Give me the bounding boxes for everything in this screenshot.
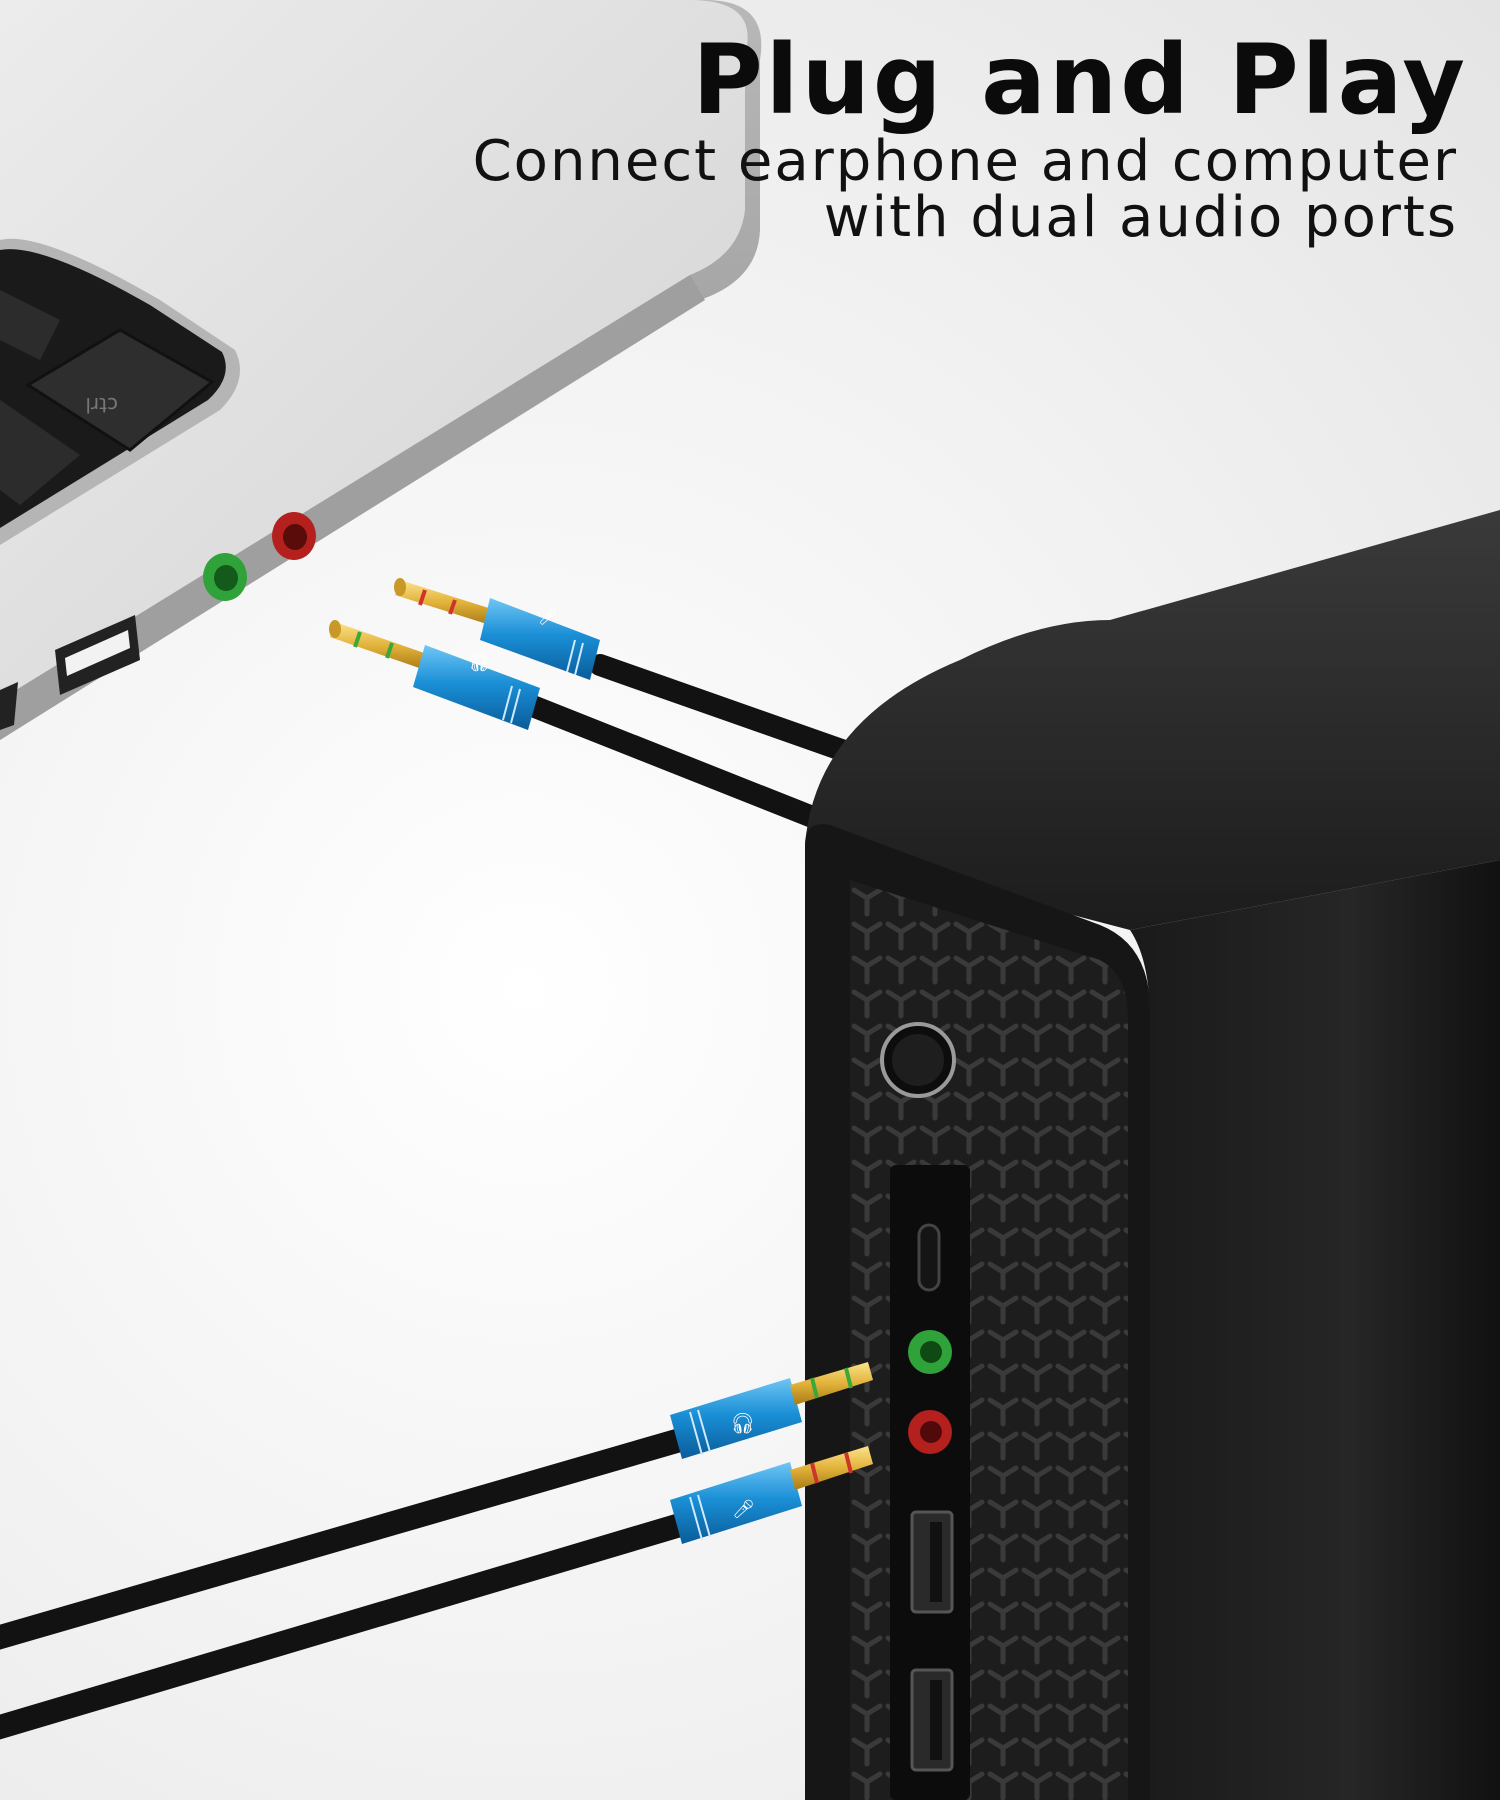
subheadline: Connect earphone and computer with dual … <box>473 134 1458 246</box>
tower-usb-c-port <box>917 1223 941 1292</box>
headline: Plug and Play <box>692 24 1468 136</box>
lower-cables: 🎧︎ 🎤︎ <box>0 1362 873 1740</box>
pc-tower <box>805 510 1500 1800</box>
key-ctrl-label: ctrl <box>85 393 118 417</box>
tower-usb-port-2 <box>910 1668 954 1772</box>
headphone-icon: 🎧︎ <box>468 652 491 673</box>
microphone-icon: 🎤︎ <box>538 607 558 626</box>
headphone-icon: 🎧︎ <box>730 1411 755 1435</box>
tower-microphone-port <box>908 1410 952 1454</box>
laptop-headphone-port <box>203 553 247 601</box>
laptop: ctrl <box>0 0 762 740</box>
laptop-usb-port <box>55 615 140 695</box>
laptop-microphone-port <box>272 512 316 560</box>
upper-microphone-plug: 🎤︎ <box>394 578 600 680</box>
lower-headphone-plug: 🎧︎ <box>670 1362 873 1459</box>
subheadline-line-1: Connect earphone and computer <box>472 129 1458 194</box>
upper-headphone-plug: 🎧︎ <box>329 620 540 730</box>
tower-usb-port-1 <box>910 1510 954 1614</box>
microphone-icon: 🎤︎ <box>732 1499 755 1520</box>
tower-power-button <box>880 1022 956 1098</box>
upper-cables: 🎤︎ 🎧︎ <box>329 578 881 831</box>
lower-microphone-plug: 🎤︎ <box>670 1446 873 1544</box>
tower-io-panel <box>890 1165 970 1800</box>
tower-headphone-port <box>908 1330 952 1374</box>
subheadline-line-2: with dual audio ports <box>823 185 1458 250</box>
